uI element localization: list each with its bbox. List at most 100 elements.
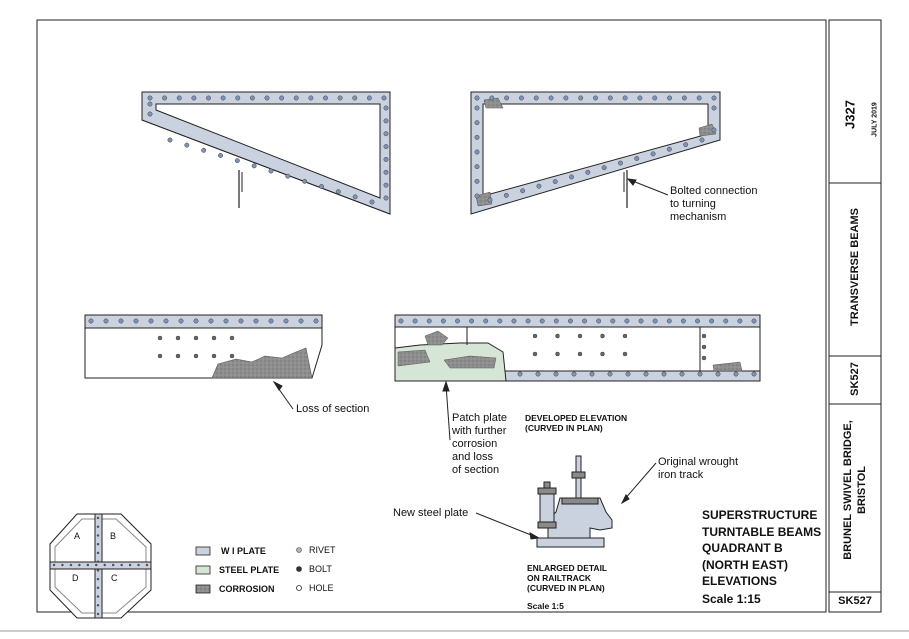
rivet-icon bbox=[553, 318, 559, 324]
rivet-icon bbox=[383, 195, 389, 201]
rivet-icon bbox=[167, 137, 173, 143]
rivet-icon bbox=[296, 547, 302, 553]
rivet-icon bbox=[469, 318, 475, 324]
rivet-icon bbox=[96, 516, 100, 520]
upper-right-beam-elevation bbox=[470, 91, 721, 215]
rivet-icon bbox=[650, 151, 656, 157]
rivet-icon bbox=[162, 95, 168, 101]
rivet-icon bbox=[474, 164, 480, 170]
rivet-icon bbox=[474, 105, 480, 111]
rivet-icon bbox=[96, 595, 100, 598]
rivet-icon bbox=[218, 153, 223, 158]
rivet-icon bbox=[622, 351, 628, 357]
rivet-icon bbox=[596, 318, 602, 324]
rivet-icon bbox=[191, 95, 197, 101]
rivet-icon bbox=[511, 318, 517, 324]
rivet-icon bbox=[323, 95, 328, 101]
rivet-icon bbox=[643, 371, 649, 377]
developed-elevation-beam bbox=[394, 314, 761, 382]
rivet-icon bbox=[709, 318, 715, 324]
wi-plate-swatch bbox=[195, 546, 211, 556]
rivet-icon bbox=[412, 318, 418, 324]
rivet-icon bbox=[699, 137, 705, 143]
rivet-icon bbox=[369, 199, 375, 205]
rivet-icon bbox=[593, 95, 598, 101]
rivet-icon bbox=[319, 184, 324, 189]
key-plan-quadrant-c: C bbox=[111, 573, 118, 583]
rivet-icon bbox=[96, 525, 100, 528]
rivet-icon bbox=[483, 318, 489, 324]
rivet-icon bbox=[383, 169, 389, 175]
rivet-icon bbox=[383, 131, 389, 137]
job-number: J327 bbox=[842, 100, 858, 129]
hole-icon bbox=[296, 585, 302, 591]
rivet-icon bbox=[211, 353, 217, 359]
rivet-icon bbox=[137, 563, 140, 567]
rivet-icon bbox=[535, 371, 541, 377]
rivet-icon bbox=[578, 95, 584, 101]
developed-elevation-rivets bbox=[398, 318, 757, 377]
rivet-icon bbox=[569, 174, 574, 180]
rivet-icon bbox=[624, 318, 630, 324]
rivet-icon bbox=[607, 95, 613, 101]
rivet-icon bbox=[634, 156, 640, 161]
loss-of-section-label: Loss of section bbox=[296, 403, 370, 415]
upper-left-beam-rivets bbox=[147, 95, 389, 205]
rivet-icon bbox=[455, 318, 460, 324]
rivet-icon bbox=[96, 551, 100, 555]
rivet-icon bbox=[285, 173, 291, 179]
rivet-icon bbox=[474, 120, 480, 126]
rivet-icon bbox=[223, 318, 229, 324]
rivet-icon bbox=[610, 318, 616, 324]
rivet-icon bbox=[503, 192, 509, 198]
rivet-icon bbox=[120, 563, 123, 567]
rivet-icon bbox=[88, 318, 94, 324]
rivet-icon bbox=[539, 318, 545, 324]
bolt-icon bbox=[296, 566, 302, 572]
rivet-icon bbox=[497, 318, 503, 324]
rivet-icon bbox=[681, 95, 687, 101]
legend-bolt-label: BOLT bbox=[309, 564, 332, 574]
legend-rivet-label: RIVET bbox=[309, 545, 336, 555]
rivet-icon bbox=[96, 604, 100, 607]
rivet-icon bbox=[520, 188, 526, 194]
rivet-icon bbox=[638, 318, 644, 324]
rivet-icon bbox=[517, 371, 523, 377]
legend-steel-plate-label: STEEL PLATE bbox=[219, 565, 280, 575]
rivet-icon bbox=[283, 318, 289, 324]
rivet-icon bbox=[96, 577, 100, 581]
rivet-icon bbox=[618, 160, 623, 166]
rivet-icon bbox=[176, 95, 182, 101]
rivet-icon bbox=[220, 95, 226, 101]
rivet-icon bbox=[352, 194, 358, 200]
rivet-icon bbox=[96, 542, 100, 546]
rivet-icon bbox=[532, 333, 538, 339]
rivet-icon bbox=[601, 165, 607, 171]
rivet-icon bbox=[555, 333, 560, 339]
rivet-icon bbox=[751, 318, 757, 324]
title-block bbox=[828, 19, 882, 613]
sheet-number: SK527 bbox=[838, 595, 872, 607]
rivet-icon bbox=[133, 318, 139, 324]
rivet-icon bbox=[666, 318, 672, 324]
project-name: BRUNEL SWIVEL BRIDGE, BRISTOL bbox=[842, 420, 868, 560]
steel-plate-swatch bbox=[195, 565, 211, 575]
key-plan-rivets bbox=[52, 516, 149, 616]
rivet-icon bbox=[206, 95, 211, 101]
rivet-icon bbox=[695, 318, 700, 324]
rivet-icon bbox=[666, 146, 672, 152]
legend-wi-plate-label: W I PLATE bbox=[221, 546, 266, 556]
rivet-icon bbox=[293, 95, 299, 101]
rivet-icon bbox=[313, 318, 319, 324]
new-steel-plate-label: New steel plate bbox=[393, 507, 469, 519]
rivet-icon bbox=[211, 335, 217, 341]
rivet-icon bbox=[145, 563, 149, 567]
rivet-icon bbox=[95, 563, 98, 567]
sketch-reference: SK527 bbox=[849, 362, 861, 396]
drawing-title: SUPERSTRUCTURE TURNTABLE BEAMS QUADRANT … bbox=[702, 508, 822, 588]
leader-lines bbox=[272, 178, 669, 540]
drawing-date: JULY 2019 bbox=[871, 102, 879, 137]
lower-left-beam-elevation bbox=[84, 314, 323, 379]
rivet-icon bbox=[607, 371, 613, 377]
railtrack-detail bbox=[536, 455, 613, 548]
